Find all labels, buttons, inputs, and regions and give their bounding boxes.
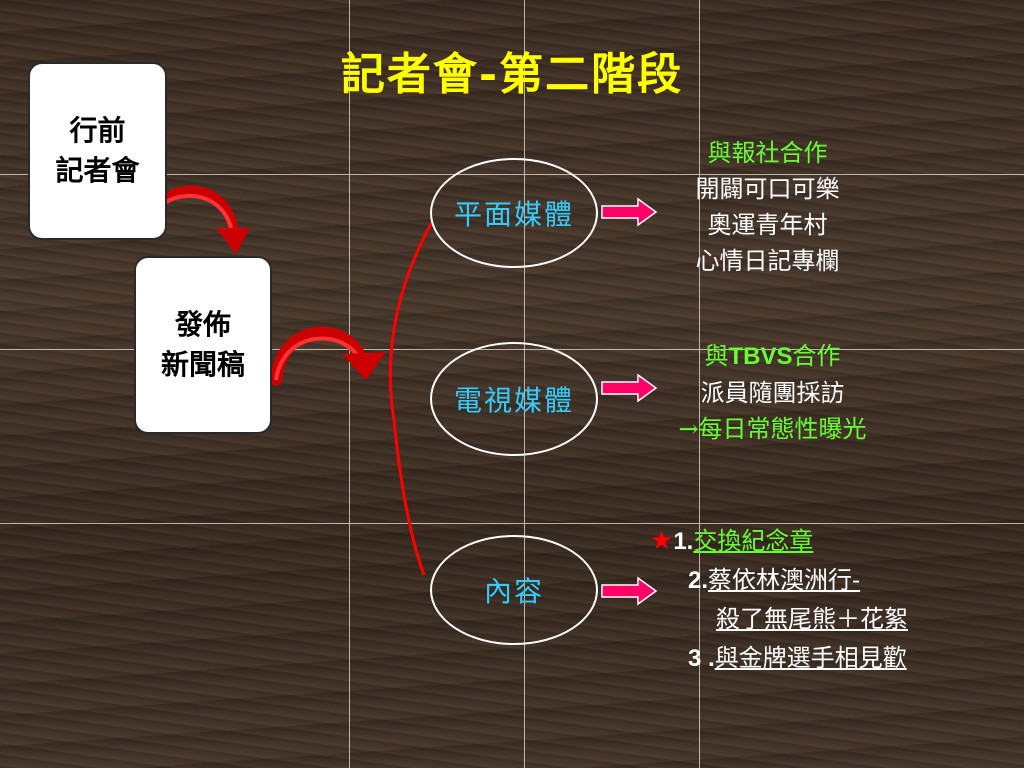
content-item: 殺了無尾熊＋花絮 xyxy=(650,600,1020,639)
pre-press-conference-card: 行前 記者會 xyxy=(28,62,167,240)
content-item-text: 交換紀念章 xyxy=(693,527,814,555)
tv-media-oval: 電視媒體 xyxy=(430,342,598,456)
content-item-number: 3 . xyxy=(688,645,715,672)
card-line: 新聞稿 xyxy=(160,348,245,381)
oval-label: 平面媒體 xyxy=(453,198,574,231)
oval-label: 電視媒體 xyxy=(453,384,574,417)
content-item: ★1.交換紀念章 xyxy=(650,522,1020,561)
content-oval: 內容 xyxy=(430,535,598,645)
content-item-number: 1. xyxy=(673,528,694,555)
print-media-oval: 平面媒體 xyxy=(430,158,598,268)
content-item: 3 .與金牌選手相見歡 xyxy=(650,639,1020,678)
card-line: 行前 xyxy=(69,114,126,147)
curved-arrow-1-head xyxy=(216,228,250,254)
print-item: 開闢可口可樂 xyxy=(695,175,840,203)
tv-heading-latin: TBVS xyxy=(728,343,793,370)
arrow-print xyxy=(601,197,658,227)
print-item: 奧運青年村 xyxy=(707,211,828,239)
print-media-details: 與報社合作 開闢可口可樂 奧運青年村 心情日記專欄 xyxy=(655,135,880,279)
oval-label: 內容 xyxy=(483,575,544,608)
press-release-card: 發佈 新聞稿 xyxy=(134,256,272,434)
grid-line xyxy=(349,0,350,768)
print-item: 心情日記專欄 xyxy=(695,247,840,275)
print-heading: 與報社合作 xyxy=(707,139,828,167)
grid-line xyxy=(0,523,1024,524)
tv-heading-prefix: 與 xyxy=(704,342,729,370)
card-line: 發佈 xyxy=(174,308,231,341)
tv-media-details: 與TBVS合作 派員隨團採訪 →每日常態性曝光 xyxy=(640,338,905,447)
tv-heading: 與TBVS合作 xyxy=(640,338,905,375)
tv-heading-suffix: 合作 xyxy=(792,342,841,370)
grid-line xyxy=(699,0,700,768)
tv-highlight: →每日常態性曝光 xyxy=(678,415,867,443)
content-item-text: 殺了無尾熊＋花絮 xyxy=(716,605,908,633)
arrow-content xyxy=(601,576,658,606)
tv-item: 派員隨團採訪 xyxy=(700,379,845,407)
content-item-number: 2. xyxy=(688,567,709,594)
card-line: 記者會 xyxy=(55,154,140,187)
content-item: 2.蔡依林澳洲行- xyxy=(650,561,1020,600)
star-icon: ★ xyxy=(650,526,674,556)
slide-title: 記者會-第二階段 xyxy=(340,49,684,100)
content-details: ★1.交換紀念章 2.蔡依林澳洲行- 殺了無尾熊＋花絮 3 .與金牌選手相見歡 xyxy=(650,522,1020,678)
content-item-text: 蔡依林澳洲行- xyxy=(708,566,861,594)
content-item-text: 與金牌選手相見歡 xyxy=(714,644,907,672)
